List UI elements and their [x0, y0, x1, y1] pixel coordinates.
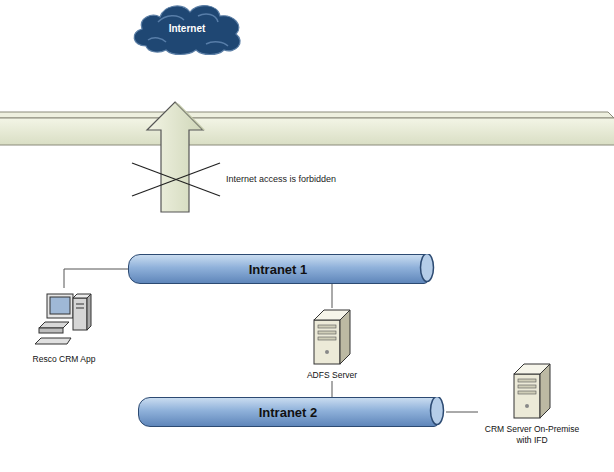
computer-icon — [33, 288, 95, 350]
blocked-arrow — [147, 102, 205, 212]
forbidden-cross — [132, 163, 220, 196]
connector-line — [332, 381, 333, 397]
cloud-node: Internet — [128, 0, 246, 56]
connector-line — [446, 412, 478, 413]
network-pipe: Intranet 1 — [128, 254, 428, 284]
node-label: Intranet 2 — [259, 405, 318, 420]
pipe-end — [419, 254, 435, 284]
pipe-end — [429, 397, 445, 427]
node-label: Resco CRM App — [19, 354, 109, 365]
server-node: CRM Server On-Premise with IFD — [478, 362, 586, 446]
server-icon — [510, 362, 554, 420]
node-label: Intranet 1 — [249, 262, 308, 277]
server-node: ADFS Server — [292, 308, 372, 381]
node-label: ADFS Server — [292, 370, 372, 381]
node-label: Internet — [169, 23, 206, 34]
note-label: Internet access is forbidden — [226, 174, 336, 184]
node-label: CRM Server On-Premise with IFD — [478, 424, 586, 446]
connector-line — [332, 284, 333, 308]
network-pipe: Intranet 2 — [138, 397, 438, 427]
connector-line — [64, 269, 128, 288]
server-icon — [310, 308, 354, 366]
firewall-wall — [0, 112, 614, 145]
computer-node: Resco CRM App — [19, 288, 109, 365]
